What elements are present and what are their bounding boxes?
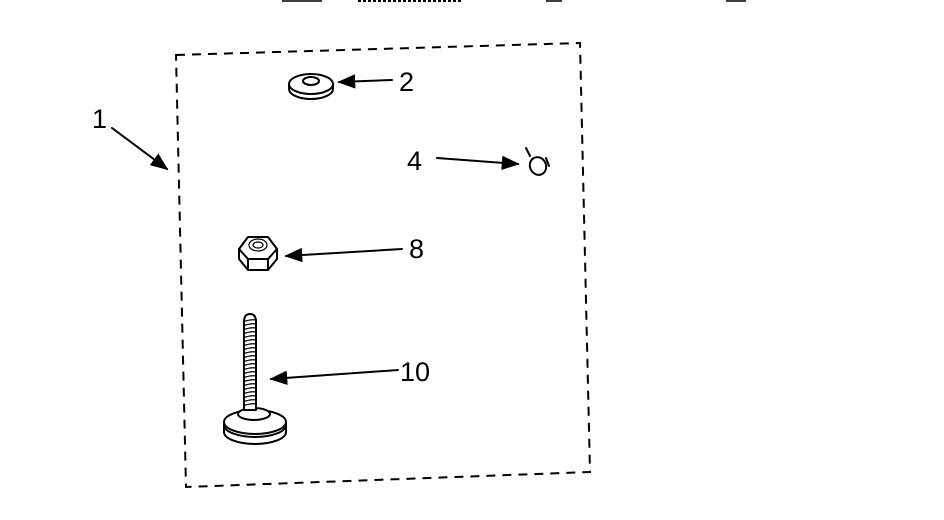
screw-thread bbox=[242, 331, 258, 335]
screw-thread bbox=[242, 355, 258, 359]
screw-thread bbox=[242, 323, 258, 327]
screw-thread bbox=[242, 395, 258, 399]
screw-thread bbox=[242, 319, 258, 323]
screw-thread bbox=[242, 379, 258, 383]
washer-callout: 2 bbox=[337, 67, 414, 97]
kit-callout-label: 1 bbox=[92, 104, 107, 134]
washer-callout-label: 2 bbox=[399, 67, 414, 97]
screw-thread bbox=[242, 383, 258, 387]
screw-part bbox=[223, 313, 287, 445]
clip-part bbox=[525, 147, 550, 176]
screw-thread bbox=[242, 335, 258, 339]
washer-part bbox=[288, 73, 334, 100]
kit-boundary bbox=[174, 41, 592, 489]
screw-thread bbox=[242, 327, 258, 331]
screw-thread bbox=[242, 399, 258, 403]
screw-thread bbox=[242, 387, 258, 391]
clip-callout-label: 4 bbox=[407, 146, 422, 176]
screw-callout: 10 bbox=[269, 357, 430, 387]
screw-thread bbox=[242, 347, 258, 351]
screw-thread bbox=[242, 351, 258, 355]
clip-callout: 4 bbox=[407, 146, 520, 176]
screw-callout-label: 10 bbox=[400, 357, 430, 387]
screw-thread bbox=[242, 363, 258, 367]
screw-thread bbox=[242, 367, 258, 371]
kit-callout: 1 bbox=[92, 104, 169, 171]
screw-thread bbox=[242, 371, 258, 375]
screw-thread bbox=[242, 359, 258, 363]
screw-thread bbox=[242, 343, 258, 347]
screw-thread bbox=[242, 391, 258, 395]
screw-thread bbox=[242, 339, 258, 343]
screw-thread bbox=[242, 375, 258, 379]
hex-nut-part bbox=[238, 236, 278, 271]
nut-callout-label: 8 bbox=[409, 234, 424, 264]
screw-thread bbox=[242, 403, 258, 407]
nut-callout: 8 bbox=[284, 234, 424, 264]
